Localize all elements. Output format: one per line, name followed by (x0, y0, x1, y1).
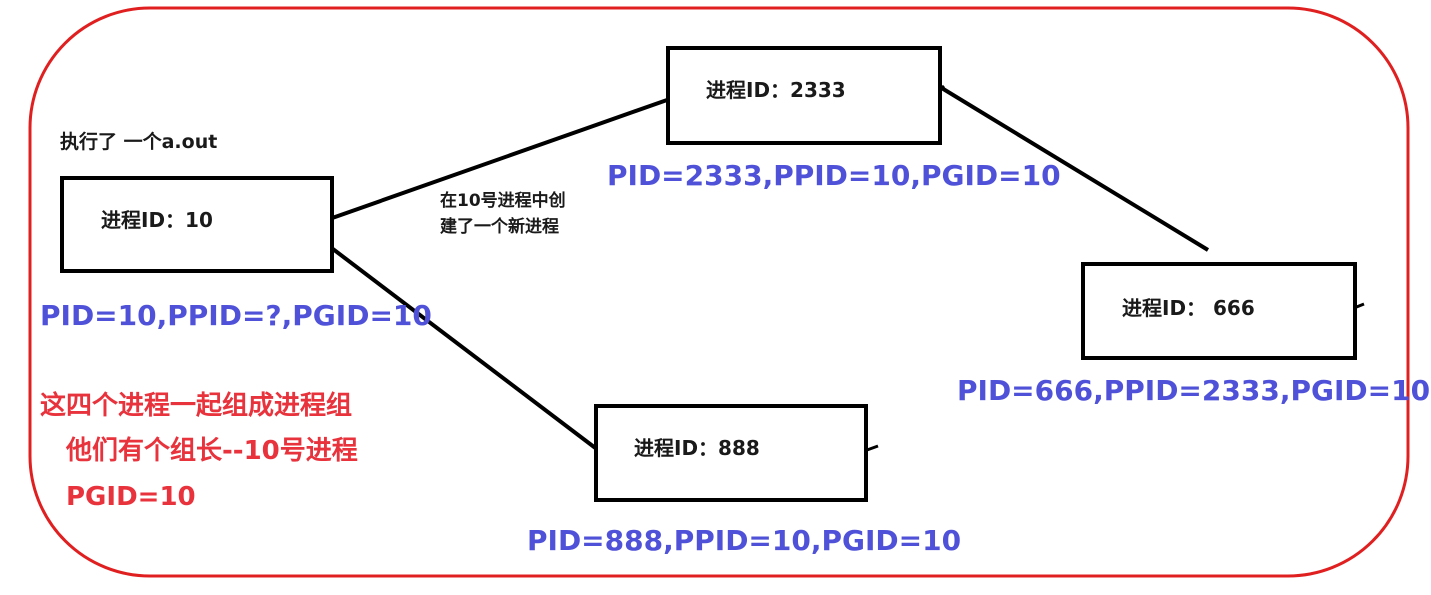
edge-note: 在10号进程中创 建了一个新进程 (440, 188, 566, 240)
edge-10-to-2333 (317, 98, 668, 225)
group-summary-line-2: 他们有个组长--10号进程 (66, 436, 358, 466)
process-info-666: PID=666,PPID=2333,PGID=10 (957, 374, 1431, 407)
header-note: 执行了 一个a.out (60, 131, 218, 153)
process-box-666 (1081, 262, 1357, 360)
edge-2333-to-666 (938, 85, 1210, 252)
process-box-888 (594, 404, 868, 502)
process-label-888: 进程ID：888 (634, 436, 760, 460)
process-group-frame (28, 6, 1410, 578)
group-summary-line-3: PGID=10 (66, 482, 196, 512)
edge-10-to-888 (323, 241, 600, 452)
edge-note-line-1: 在10号进程中创 (440, 191, 566, 211)
process-box-2333 (666, 46, 942, 145)
process-info-10: PID=10,PPID=?,PGID=10 (40, 299, 432, 332)
process-box-10 (60, 176, 334, 273)
process-info-2333: PID=2333,PPID=10,PGID=10 (607, 159, 1061, 192)
process-label-10: 进程ID：10 (101, 208, 213, 232)
process-info-888: PID=888,PPID=10,PGID=10 (527, 524, 962, 557)
group-summary-line-1: 这四个进程一起组成进程组 (40, 391, 353, 421)
edge-note-line-2: 建了一个新进程 (440, 217, 559, 237)
process-label-2333: 进程ID：2333 (706, 78, 846, 102)
process-label-666: 进程ID： 666 (1122, 296, 1255, 320)
